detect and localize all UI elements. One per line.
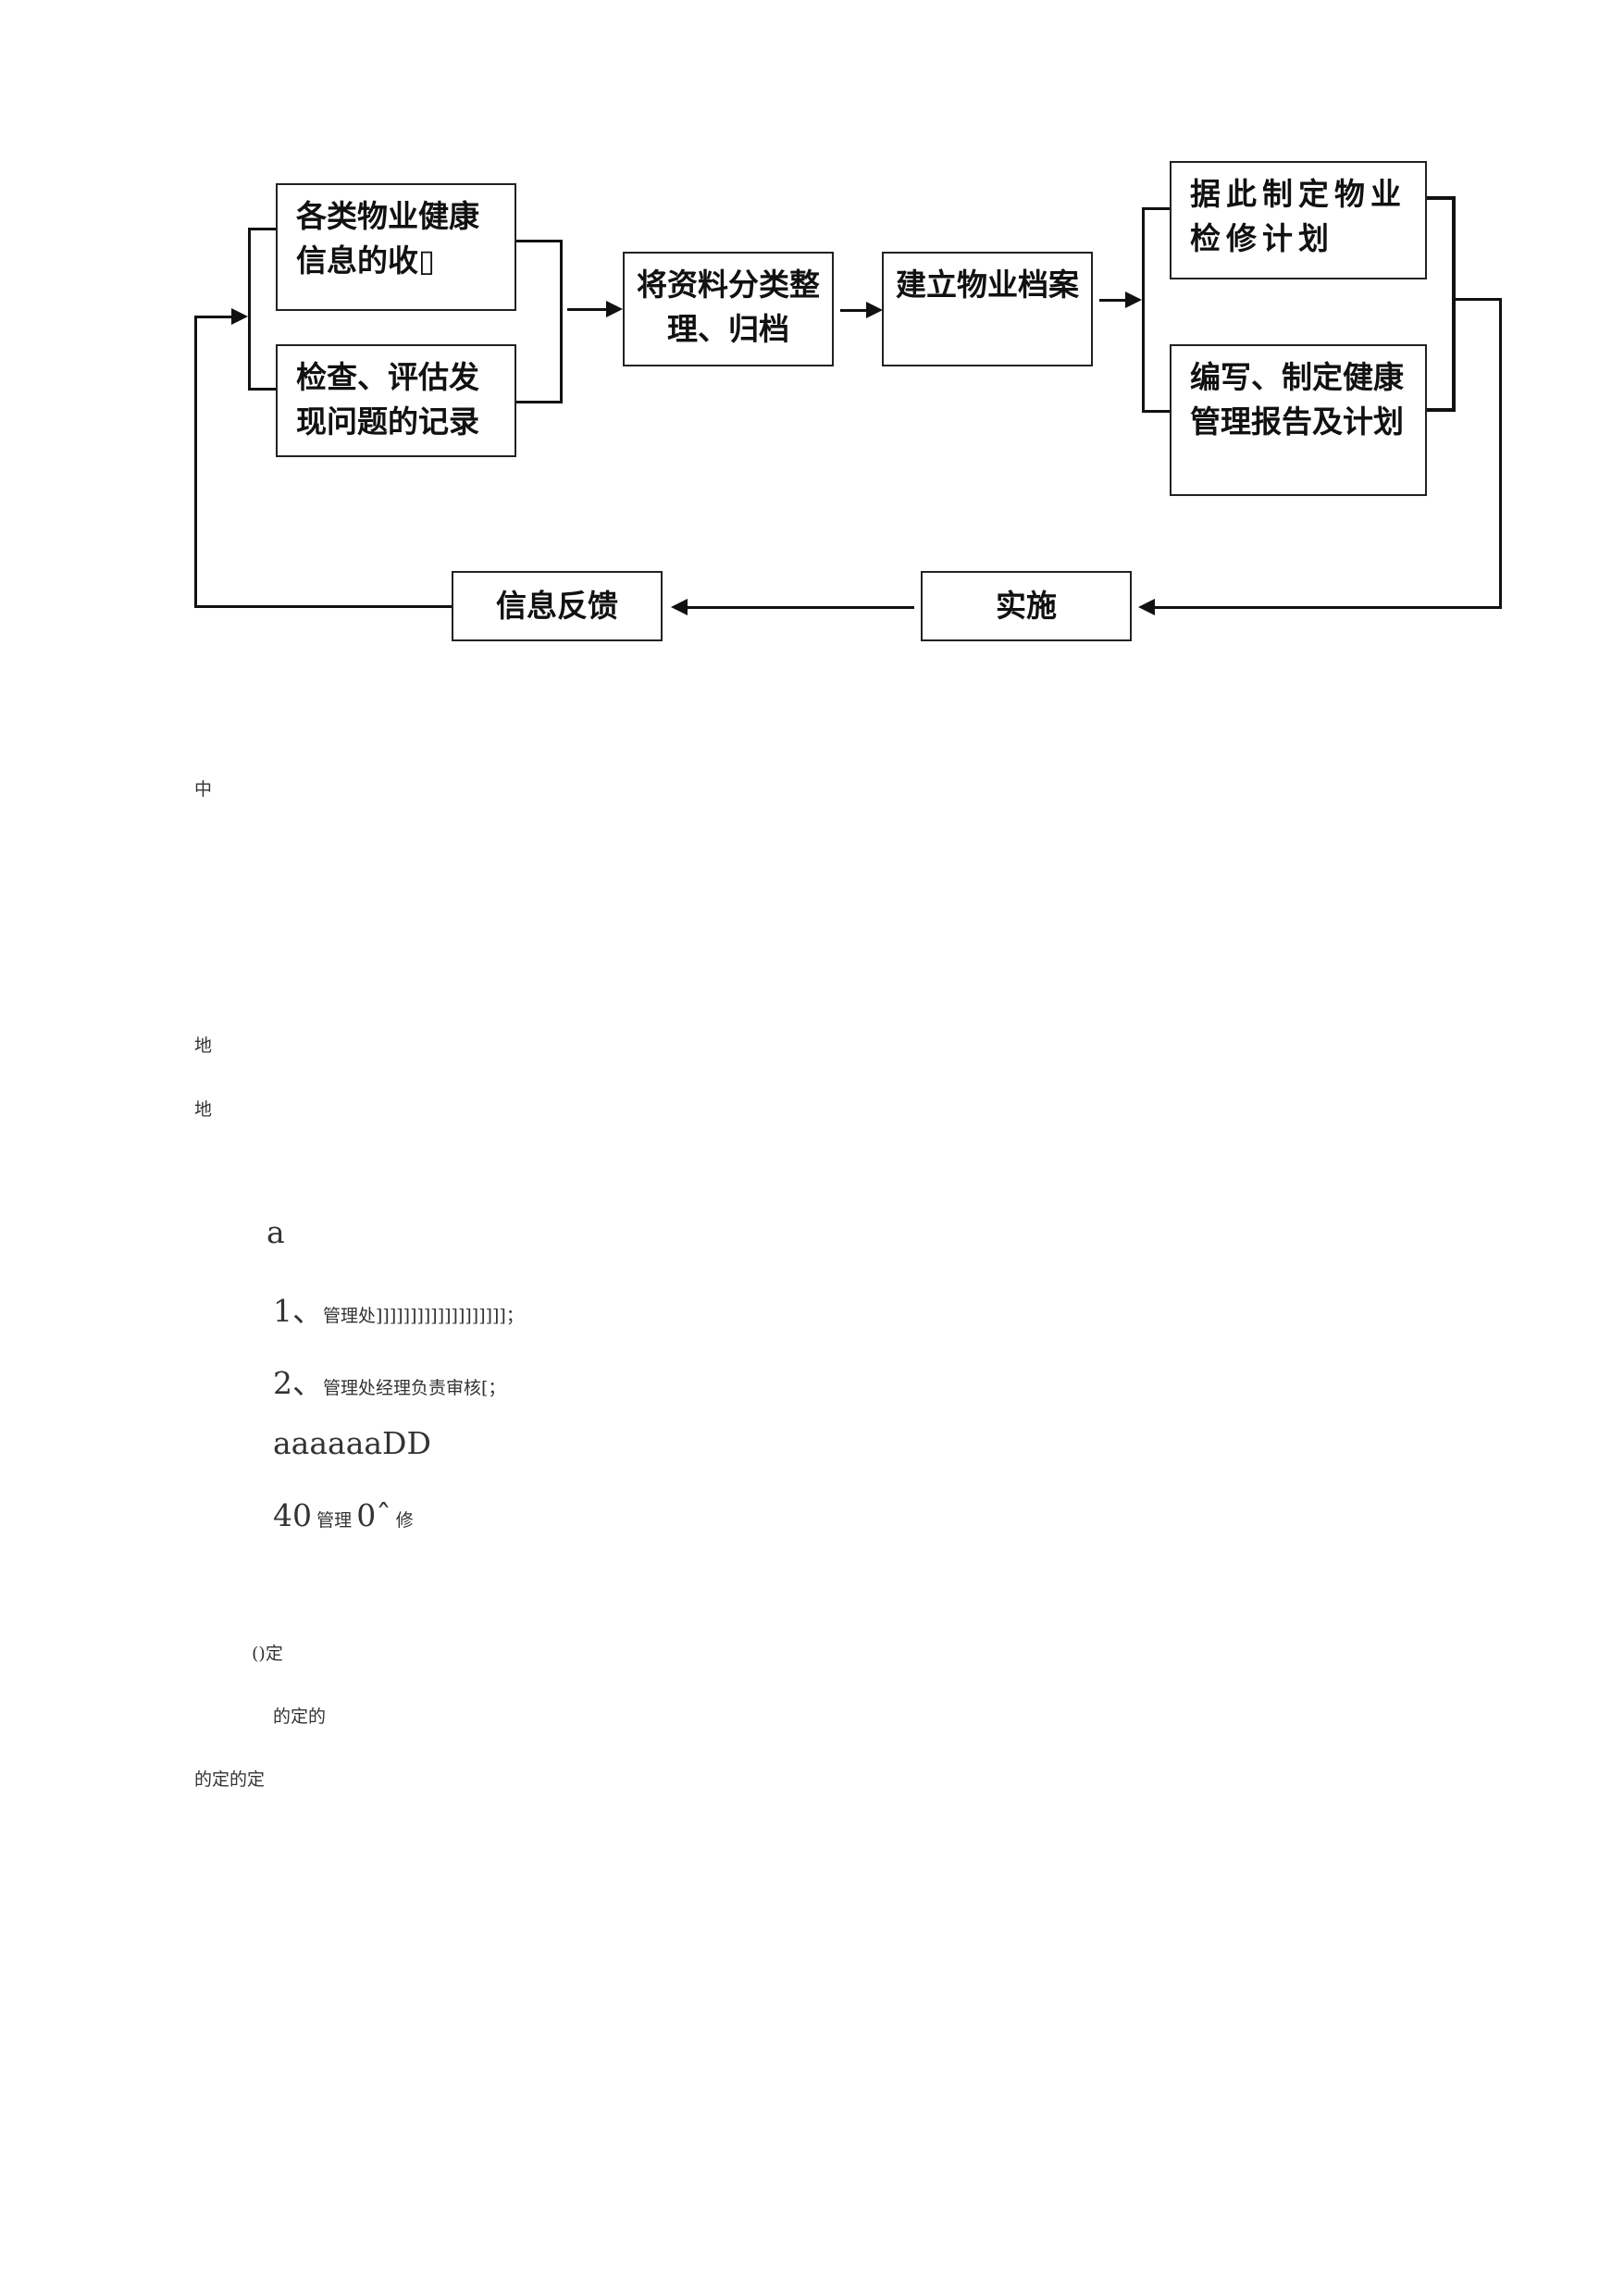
text-40-line: 40 管理 0ˆ 修 bbox=[273, 1497, 414, 1533]
arrow-to-feedback bbox=[671, 599, 688, 615]
box-classify-archive-label: 将资料分类整理、归档 bbox=[637, 267, 820, 347]
maintenance-flowchart: 各类物业健康信息的收▯ 检查、评估发现问题的记录 将资料分类整理、归档 建立物业… bbox=[0, 0, 1624, 666]
list-item-1-number: 1、 bbox=[273, 1293, 323, 1329]
list-item-2-text: 管理处经理负责审核[； bbox=[323, 1378, 506, 1398]
connector-left-join-vertical bbox=[560, 240, 563, 403]
connector-feedback-vertical bbox=[194, 316, 197, 608]
list-item-2: 2、管理处经理负责审核[； bbox=[273, 1358, 505, 1403]
text-aaaaaa: aaaaaaDD bbox=[273, 1425, 431, 1461]
box-inspection-record: 检查、评估发现问题的记录 bbox=[276, 344, 516, 457]
connector-left-join-bottom bbox=[516, 401, 563, 403]
connector-feedback-bottom bbox=[194, 605, 452, 608]
arrow-to-archive bbox=[866, 302, 883, 318]
connector-right-bracket-vertical bbox=[1142, 207, 1145, 413]
box-feedback: 信息反馈 bbox=[452, 571, 663, 641]
box-health-info-collection-label: 各类物业健康信息的收▯ bbox=[296, 198, 479, 279]
text-40-number: 40 bbox=[273, 1497, 312, 1533]
box-health-report: 编写、制定健康管理报告及计划 bbox=[1170, 344, 1427, 496]
list-item-2-number: 2、 bbox=[273, 1365, 323, 1401]
connector-left-bracket-bottom bbox=[248, 388, 276, 391]
connector-left-bracket-top bbox=[248, 228, 276, 230]
connector-right-bracket-top bbox=[1142, 207, 1170, 210]
connector-right-bracket-bottom bbox=[1142, 410, 1170, 413]
connector-to-classify bbox=[567, 308, 606, 311]
text-40-part-b: 0ˆ bbox=[356, 1497, 391, 1533]
box-maintenance-plan-label: 据此制定物业检修计划 bbox=[1190, 176, 1407, 256]
box-inspection-record-label: 检查、评估发现问题的记录 bbox=[296, 359, 479, 440]
text-40-part-a: 管理 bbox=[316, 1510, 353, 1531]
text-ding: ()定 bbox=[252, 1644, 283, 1664]
box-health-report-label: 编写、制定健康管理报告及计划 bbox=[1190, 359, 1404, 440]
arrow-to-implement bbox=[1138, 599, 1155, 615]
box-health-info-collection: 各类物业健康信息的收▯ bbox=[276, 183, 516, 311]
text-zhong: 中 bbox=[194, 779, 213, 800]
arrow-feedback-entry bbox=[231, 308, 248, 325]
list-item-1: 1、管理处]]]]]]]]]]]]]]]]]]]； bbox=[273, 1286, 524, 1331]
text-di-2: 地 bbox=[194, 1099, 213, 1120]
box-classify-archive: 将资料分类整理、归档 bbox=[623, 252, 834, 366]
connector-plan-out bbox=[1427, 196, 1455, 200]
text-a: a bbox=[267, 1214, 285, 1250]
arrow-to-classify bbox=[606, 301, 623, 317]
list-item-1-text: 管理处]]]]]]]]]]]]]]]]]]]； bbox=[323, 1306, 524, 1326]
text-di-1: 地 bbox=[194, 1036, 213, 1056]
box-property-archive: 建立物业档案 bbox=[882, 252, 1093, 366]
connector-left-bracket-vertical bbox=[248, 228, 251, 391]
box-feedback-label: 信息反馈 bbox=[496, 588, 618, 624]
connector-to-implement bbox=[1155, 606, 1502, 609]
box-implement: 实施 bbox=[921, 571, 1132, 641]
connector-to-right-bracket bbox=[1099, 299, 1127, 302]
box-maintenance-plan: 据此制定物业检修计划 bbox=[1170, 161, 1427, 279]
connector-right-return-vertical bbox=[1499, 298, 1502, 609]
arrow-to-right-bracket bbox=[1125, 292, 1142, 308]
connector-right-join-vertical bbox=[1452, 196, 1456, 412]
connector-right-join-outward bbox=[1456, 298, 1502, 301]
text-40-part-c: 修 bbox=[395, 1510, 414, 1531]
box-property-archive-label: 建立物业档案 bbox=[896, 267, 1079, 303]
text-dedingde: 的定的 bbox=[273, 1706, 327, 1727]
connector-left-join-top bbox=[516, 240, 563, 242]
box-implement-label: 实施 bbox=[996, 588, 1057, 624]
connector-to-feedback bbox=[688, 606, 914, 609]
text-dedingdeding: 的定的定 bbox=[194, 1769, 266, 1790]
connector-feedback-entry bbox=[194, 316, 233, 318]
connector-to-archive bbox=[840, 309, 868, 312]
connector-report-out bbox=[1427, 408, 1455, 412]
